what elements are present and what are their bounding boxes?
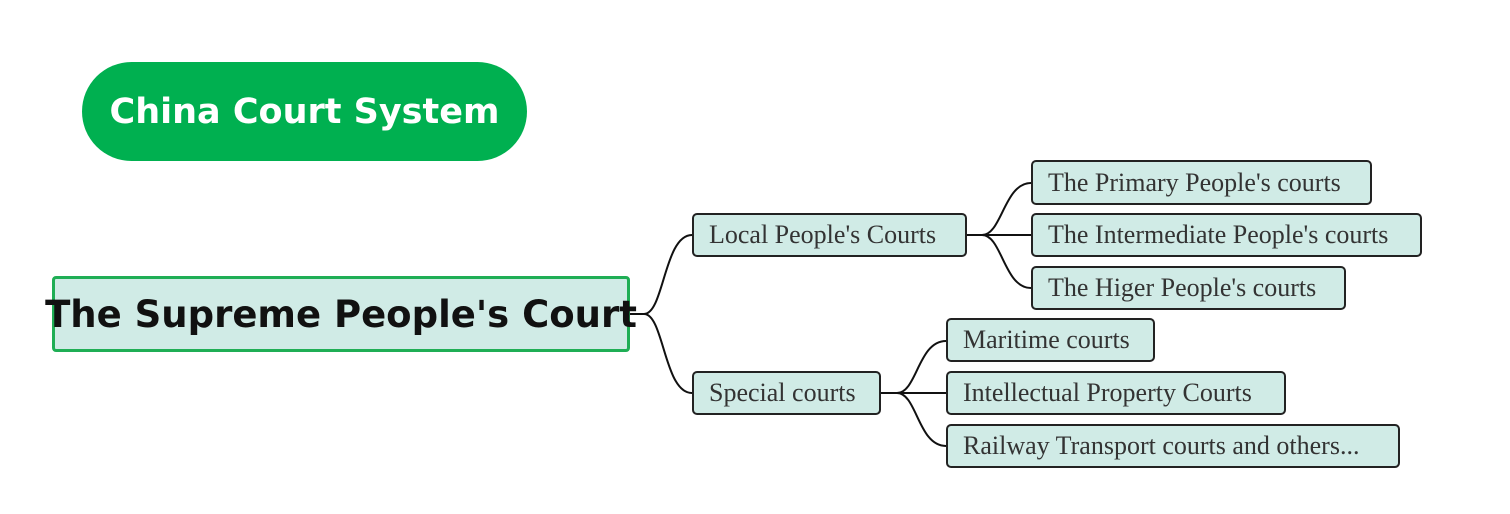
connector-group (630, 182, 1032, 447)
leaf-node-ip-courts: Intellectual Property Courts (946, 371, 1286, 415)
connector-root-local (630, 234, 693, 315)
branch-node-special-courts: Special courts (692, 371, 881, 415)
leaf-node-higher-courts: The Higer People's courts (1031, 266, 1346, 310)
connector-local-primary (967, 182, 1032, 236)
diagram-title: China Court System (82, 62, 527, 161)
leaf-node-primary-courts: The Primary People's courts (1031, 160, 1372, 205)
leaf-node-intermediate-courts: The Intermediate People's courts (1031, 213, 1422, 257)
connector-root-special (630, 313, 693, 394)
connector-special-railway (881, 392, 947, 447)
root-node-supreme-court: The Supreme People's Court (45, 276, 637, 352)
leaf-node-maritime-courts: Maritime courts (946, 318, 1155, 362)
connector-special-maritime (881, 340, 947, 394)
leaf-node-railway-courts: Railway Transport courts and others... (946, 424, 1400, 468)
connector-local-higher (967, 234, 1032, 289)
branch-node-local-courts: Local People's Courts (692, 213, 967, 257)
